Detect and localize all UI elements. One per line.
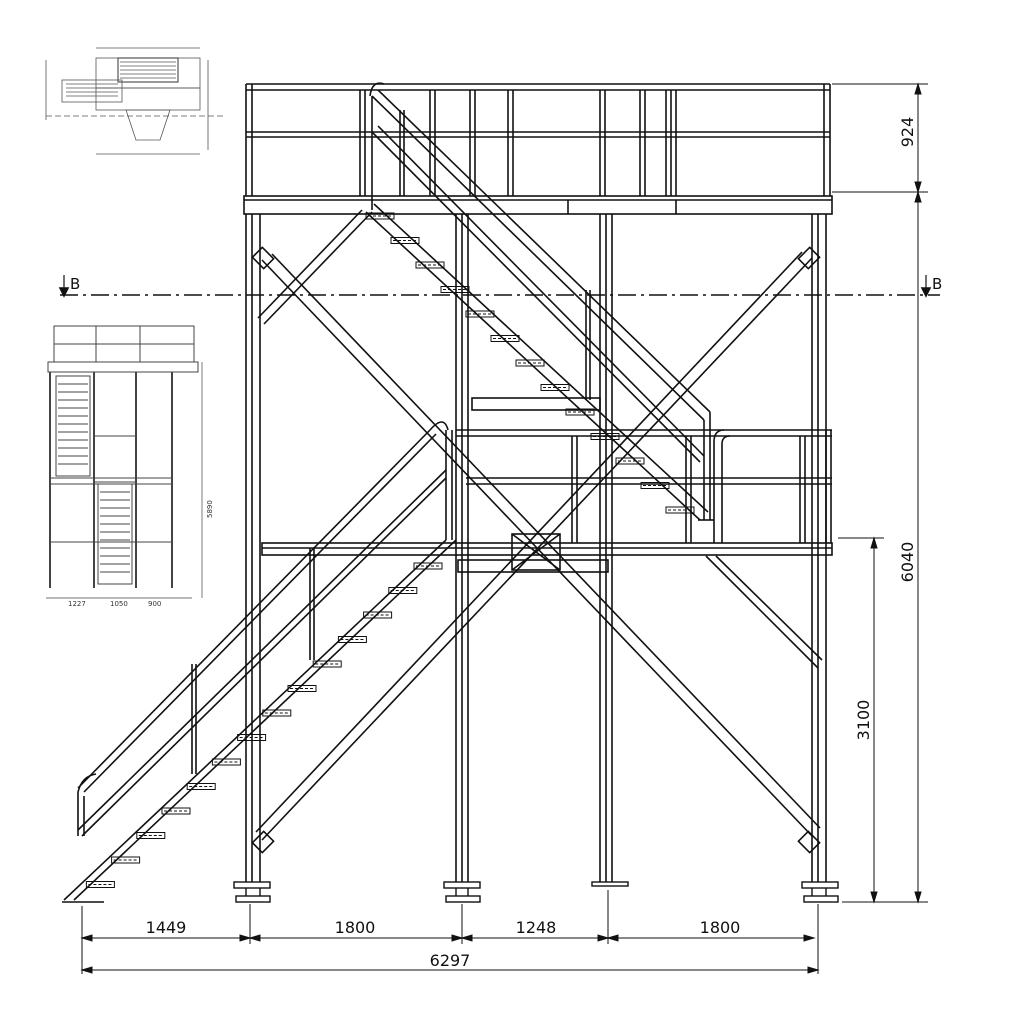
stair-tread [413,562,443,570]
stair-tread [287,685,317,692]
inset-dim-2: 1050 [110,600,128,608]
stair-tread [365,212,395,220]
stair-tread [515,359,545,367]
stair-tread [237,734,267,741]
inset-height-dim: 5890 [206,500,214,518]
stair-tread [590,433,620,440]
stair-tread [363,611,393,619]
stair-tread [640,482,670,489]
stair-tread [136,832,166,839]
lower-stair [62,421,457,903]
main-elevation [62,82,839,903]
top-platform-beam [243,195,833,215]
top-guardrail [245,83,831,196]
dim-1800-right: 1800 [700,918,741,937]
dim-1449: 1449 [146,918,187,937]
mid-platform [261,397,833,573]
stair-tread [665,506,695,514]
stair-tread [262,709,292,717]
stair-tread [540,384,570,391]
stair-tread [615,457,645,465]
stair-tread [388,587,418,594]
inset-dim-3: 900 [148,600,161,608]
stair-tread [111,856,141,864]
dim-overall-width: 6297 [430,951,471,970]
stair-tread [312,660,342,668]
dim-1800-left: 1800 [335,918,376,937]
x-bracing [251,209,823,854]
base-plates [233,881,839,903]
dim-6040: 6040 [898,542,917,583]
section-line [58,275,940,298]
dim-3100: 3100 [854,700,873,741]
dim-1248: 1248 [516,918,557,937]
stair-tread [161,807,191,815]
stair-tread [565,408,595,416]
section-marker-left: B [70,275,80,293]
stair-tread [186,783,216,790]
stair-tread [85,881,115,888]
stair-tread [415,261,445,269]
dim-924: 924 [898,117,917,148]
stair-tread [490,335,520,342]
stair-tread [465,310,495,318]
stair-tread [337,636,367,643]
plan-view-thumbnail [45,47,224,155]
upper-stair [365,82,714,521]
side-elevation-thumbnail [46,325,203,599]
inset-dim-1: 1227 [68,600,86,608]
section-marker-right: B [932,275,942,293]
stair-tread [440,286,470,293]
stair-tread [211,758,241,766]
stair-tread [390,237,420,244]
dimension-lines [80,82,928,974]
stair-treads [85,212,695,888]
